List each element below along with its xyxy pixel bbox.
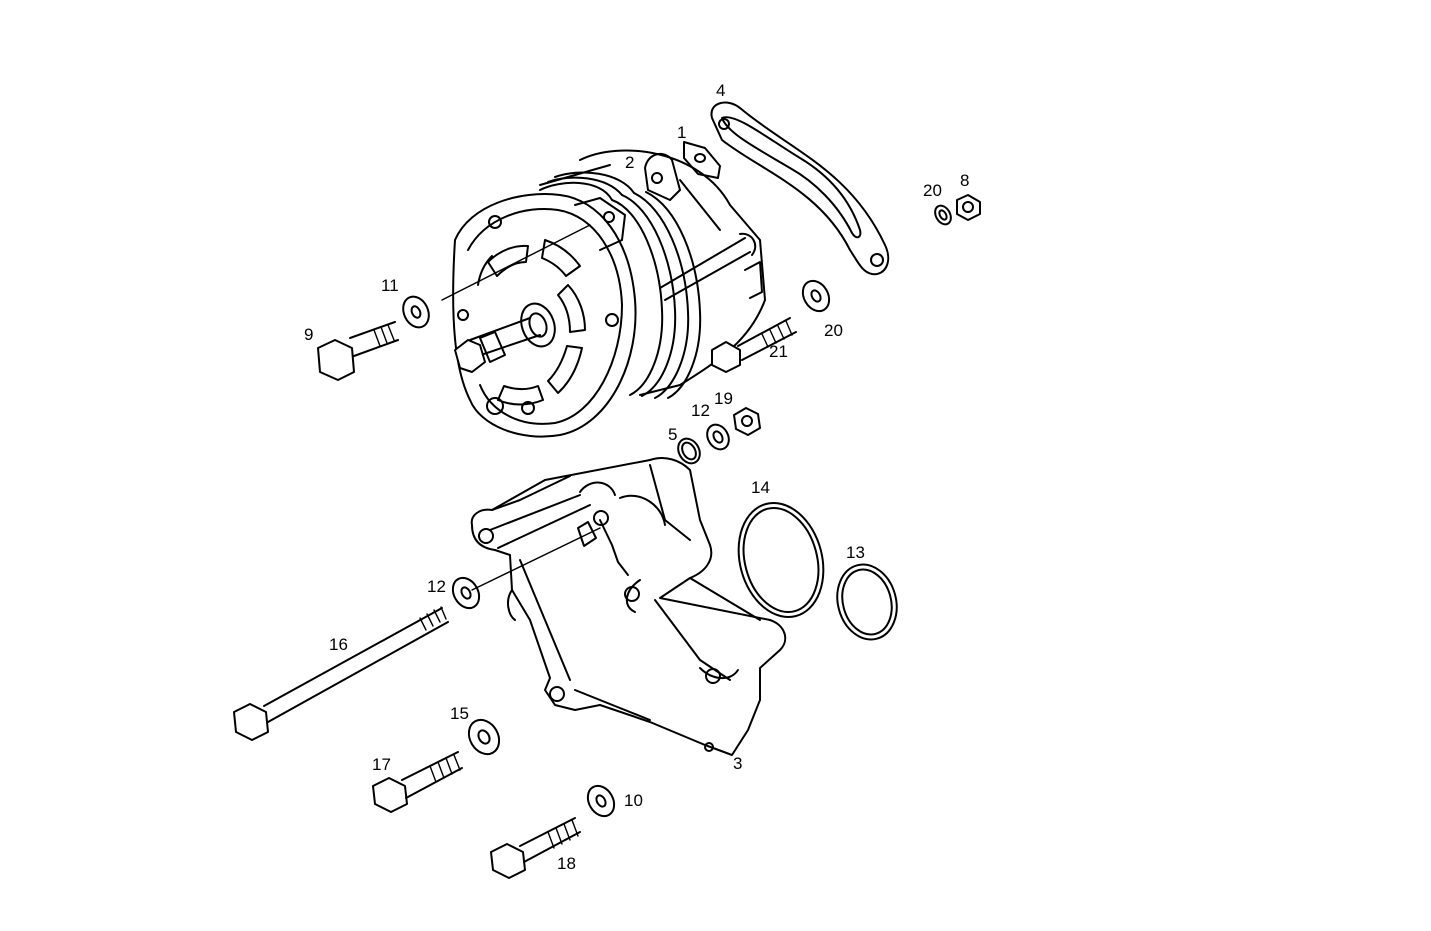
callout-13: 13 [846, 543, 865, 562]
alternator [452, 149, 766, 438]
washer-5 [677, 437, 701, 465]
adjusting-strap [710, 101, 890, 276]
half-washer [644, 152, 681, 201]
callout-2: 2 [625, 153, 634, 172]
washer-12-top [706, 423, 730, 451]
washer-20-top [934, 204, 952, 226]
washer-11 [402, 295, 430, 329]
spacer-block [683, 141, 721, 179]
callout-5: 5 [668, 425, 677, 444]
callout-20-right: 20 [824, 321, 843, 340]
washer-12-lower [451, 576, 481, 610]
bolt-18 [490, 817, 581, 879]
callout-3: 3 [733, 754, 742, 773]
callout-16: 16 [329, 635, 348, 654]
callout-17: 17 [372, 755, 391, 774]
nut-8 [956, 194, 981, 221]
leader-lines [441, 224, 601, 591]
bolt-9 [317, 321, 399, 381]
callout-12-top: 12 [691, 401, 710, 420]
nut-19 [733, 407, 761, 436]
callout-11: 11 [381, 276, 399, 295]
callout-4: 4 [716, 81, 725, 100]
washer-15 [467, 718, 501, 756]
callout-10: 10 [624, 791, 643, 810]
long-bolt-16 [233, 606, 449, 741]
callout-21: 21 [769, 342, 788, 361]
o-ring-13 [836, 563, 898, 641]
washer-20-right [801, 279, 831, 313]
support-bracket [470, 457, 787, 756]
washer-10 [586, 784, 616, 818]
bolt-17 [372, 751, 463, 813]
callout-9: 9 [304, 325, 313, 344]
o-ring-14 [737, 501, 825, 619]
callout-14: 14 [751, 478, 770, 497]
callout-8: 8 [960, 171, 969, 190]
bolt-21 [711, 317, 797, 373]
callout-20-top: 20 [923, 181, 942, 200]
callout-12-lower: 12 [427, 577, 446, 596]
callout-15: 15 [450, 704, 469, 723]
callout-19: 19 [714, 389, 733, 408]
callout-1: 1 [677, 123, 686, 142]
callout-labels: 1 2 3 4 5 8 9 10 11 12 12 13 14 15 16 17… [304, 81, 969, 873]
callout-18: 18 [557, 854, 576, 873]
